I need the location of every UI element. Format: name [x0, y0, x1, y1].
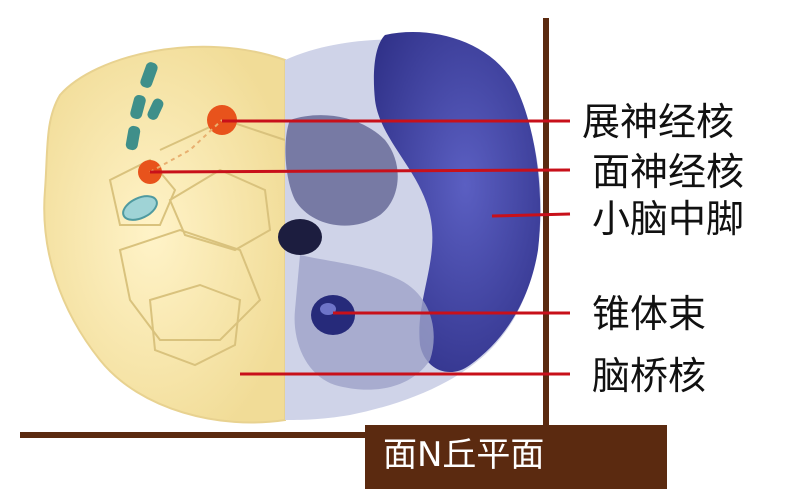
pyramidal-tract-region — [311, 295, 355, 335]
label-pontine-nuclei: 脑桥核 — [592, 354, 707, 398]
label-pyramidal-tract: 锥体束 — [592, 292, 707, 336]
caption-text: 面N丘平面 — [383, 435, 545, 475]
section-left-half — [43, 45, 286, 424]
label-middle-cerebellar-peduncle: 小脑中脚 — [592, 197, 745, 241]
frame-horizontal-line — [20, 432, 367, 438]
label-abducens-nucleus: 展神经核 — [582, 100, 735, 144]
label-facial-nucleus: 面神经核 — [592, 150, 745, 194]
frame-vertical-line — [543, 18, 549, 430]
section-right-half — [278, 32, 541, 421]
pointer-line-peduncle — [491, 212, 571, 218]
caption-box: 面N丘平面 — [365, 425, 667, 489]
pointer-line-facial — [149, 168, 571, 174]
